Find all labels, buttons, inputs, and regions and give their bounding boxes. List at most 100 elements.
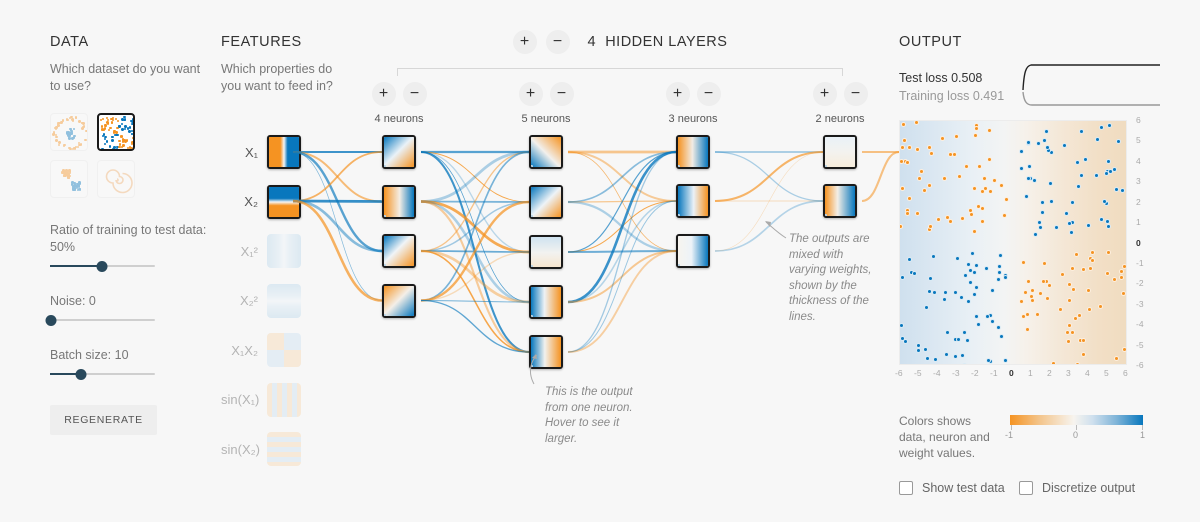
feature-node-2[interactable] (267, 234, 301, 268)
remove-neuron-button-3[interactable]: − (843, 82, 868, 106)
bias-indicator[interactable] (384, 165, 386, 167)
feature-node-4[interactable] (267, 333, 301, 367)
thumb-dot (66, 173, 69, 176)
feature-node-5[interactable] (267, 382, 301, 417)
bias-indicator[interactable] (531, 215, 533, 217)
ratio-slider[interactable] (50, 260, 155, 272)
bias-indicator[interactable] (678, 165, 680, 167)
remove-neuron-button-2[interactable]: − (696, 82, 721, 106)
dataset-thumb-circle[interactable] (50, 113, 88, 151)
neuron-node[interactable] (529, 335, 563, 369)
add-neuron-button-0[interactable]: + (371, 82, 396, 106)
neuron-node[interactable] (676, 184, 710, 218)
data-point (1024, 193, 1030, 199)
bias-indicator[interactable] (531, 365, 533, 367)
data-point (1089, 250, 1095, 256)
ratio-slider-knob[interactable] (96, 260, 108, 272)
thumb-dot (63, 174, 66, 177)
thumb-dot (134, 126, 135, 128)
remove-neuron-button-0[interactable]: − (402, 82, 427, 106)
show-test-data-checkbox[interactable]: Show test data (899, 481, 1005, 495)
thumb-dot (123, 116, 126, 119)
neuron-heatmap (825, 186, 855, 216)
y-axis-tick: 0 (1136, 237, 1141, 248)
bias-indicator[interactable] (531, 165, 533, 167)
thumb-dot (58, 141, 61, 144)
thumb-dot (68, 132, 72, 136)
feature-node-3[interactable] (267, 283, 301, 318)
thumb-dot (134, 135, 135, 137)
bias-indicator[interactable] (825, 165, 827, 167)
dataset-thumb-xor[interactable] (97, 113, 135, 151)
thumb-dot (123, 138, 126, 142)
data-point (959, 352, 965, 358)
bias-indicator[interactable] (678, 264, 680, 266)
neuron-node[interactable] (529, 185, 563, 219)
dataset-thumb-spiral[interactable] (97, 160, 135, 198)
add-neuron-button-1[interactable]: + (518, 82, 543, 106)
data-point (974, 263, 980, 269)
thumb-dot (113, 146, 116, 149)
thumb-dot (68, 132, 72, 136)
data-point (962, 273, 968, 279)
y-axis-tick: -6 (1136, 360, 1144, 370)
neuron-node[interactable] (823, 184, 857, 218)
remove-neuron-button-1[interactable]: − (549, 82, 574, 106)
show-test-data-box[interactable] (899, 481, 913, 495)
feature-node-0[interactable] (267, 135, 301, 169)
thumb-dot (62, 169, 65, 172)
neuron-node[interactable] (823, 135, 857, 169)
layer-control-0: +−4 neurons (354, 82, 444, 125)
noise-slider[interactable] (45, 314, 155, 326)
data-point (1035, 311, 1041, 317)
neuron-node[interactable] (382, 234, 416, 268)
bias-indicator[interactable] (678, 214, 680, 216)
add-neuron-button-3[interactable]: + (812, 82, 837, 106)
bias-indicator[interactable] (384, 313, 386, 316)
neuron-node[interactable] (529, 285, 563, 319)
feature-node-6[interactable] (267, 432, 301, 466)
weight-link (420, 200, 530, 203)
data-point (971, 229, 977, 235)
neuron-node[interactable] (529, 135, 563, 169)
batch-slider-knob[interactable] (75, 368, 87, 380)
feature-row-0: X₁ (221, 135, 341, 169)
data-panel: DATA Which dataset do you want to use? R… (45, 34, 210, 435)
data-point (1066, 281, 1072, 287)
thumb-dot (76, 145, 79, 149)
noise-slider-knob[interactable] (45, 314, 57, 326)
neuron-node[interactable] (676, 234, 710, 268)
data-point (907, 256, 913, 262)
x-axis-tick: 1 (1028, 368, 1033, 378)
neuron-node[interactable] (529, 235, 563, 269)
dataset-thumb-gauss[interactable] (50, 160, 88, 198)
discretize-output-checkbox[interactable]: Discretize output (1019, 481, 1135, 495)
regenerate-button[interactable]: REGENERATE (50, 405, 157, 435)
neuron-node[interactable] (676, 135, 710, 169)
bias-indicator[interactable] (531, 315, 533, 317)
data-point (1026, 176, 1032, 182)
feature-node-1[interactable] (267, 184, 301, 219)
thumb-dot (123, 118, 127, 121)
neuron-output-arrow (414, 247, 416, 255)
neuron-node[interactable] (382, 184, 416, 219)
add-layer-button[interactable]: + (512, 30, 537, 54)
bias-indicator[interactable] (531, 265, 533, 267)
bias-indicator[interactable] (384, 264, 386, 266)
feature-row-4: X₁X₂ (221, 333, 341, 367)
add-neuron-button-2[interactable]: + (665, 82, 690, 106)
neuron-node[interactable] (382, 283, 416, 318)
bias-indicator[interactable] (825, 214, 827, 216)
output-heatmap[interactable] (899, 120, 1127, 365)
batch-slider[interactable] (50, 368, 155, 380)
weight-link (567, 250, 677, 353)
neuron-node[interactable] (382, 135, 416, 169)
thumb-dot (52, 132, 56, 135)
thumb-dot (65, 172, 69, 176)
bias-indicator[interactable] (384, 214, 386, 217)
y-axis-tick: 6 (1136, 115, 1141, 125)
neuron-heatmap (531, 337, 561, 367)
data-point (1115, 139, 1121, 145)
discretize-output-box[interactable] (1019, 481, 1033, 495)
remove-layer-button[interactable]: − (545, 30, 570, 54)
